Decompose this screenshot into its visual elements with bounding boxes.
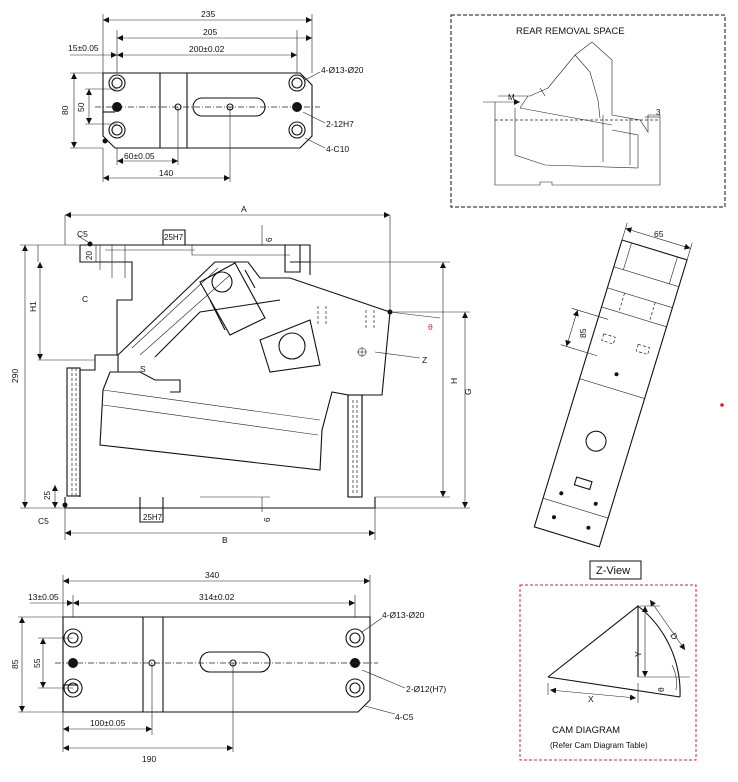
cam-diagram-title: CAM DIAGRAM: [552, 725, 620, 736]
z-view-box: [589, 560, 642, 580]
rear-removal-title: REAR REMOVAL SPACE: [516, 26, 625, 37]
bottom-dim-55: 55: [32, 658, 42, 668]
front-label-h1: H1: [28, 301, 38, 312]
front-label-20: 20: [85, 251, 94, 260]
cam-diagram-panel: X Y D θ CAM DIAGRAM (Refer Cam Diagram T…: [519, 584, 697, 761]
cam-label-x: X: [588, 694, 594, 704]
z-view: 65 85 Z-View: [533, 222, 724, 580]
front-label-c: C: [82, 294, 88, 304]
bottom-dim-85: 85: [10, 659, 20, 669]
front-label-c5-bottom: C5: [38, 516, 49, 526]
front-label-25h7-bottom: 25H7: [143, 513, 163, 522]
front-label-290: 290: [10, 369, 20, 383]
rear-removal-sketch: M 3: [483, 41, 661, 186]
front-label-25h7-top: 25H7: [164, 233, 184, 242]
bottom-dim-314: 314±0.02: [199, 592, 235, 602]
rear-label-3: 3: [656, 108, 661, 117]
front-label-6-bottom: 6: [263, 517, 272, 522]
side-dim-85: 85: [578, 328, 588, 338]
dim-205: 205: [203, 27, 217, 37]
cam-label-y: Y: [633, 651, 643, 657]
bottom-dim-13: 13±0.05: [28, 592, 59, 602]
red-dot-marker: [720, 403, 724, 407]
bottom-view: 340 314±0.02 13±0.05 85 55 100±0.05 190 …: [10, 570, 446, 764]
front-label-a: A: [241, 204, 247, 214]
front-label-g: G: [463, 388, 473, 395]
bottom-dim-100: 100±0.05: [90, 718, 126, 728]
dim-50: 50: [76, 102, 86, 112]
cam-label-theta: θ: [656, 687, 666, 692]
front-label-z: Z: [422, 355, 427, 365]
bottom-dim-340: 340: [205, 570, 219, 580]
dim-60: 60±0.05: [124, 151, 155, 161]
note-pins-bottom: 2-Ø12(H7): [406, 684, 446, 694]
front-label-s: S: [140, 364, 146, 374]
front-label-h: H: [449, 378, 459, 384]
dim-235: 235: [201, 9, 215, 19]
front-label-theta: θ: [428, 322, 433, 332]
rear-removal-panel: REAR REMOVAL SPACE M 3: [450, 14, 726, 208]
note-pins-top: 2-12H7: [326, 119, 354, 129]
front-label-25: 25: [43, 491, 52, 500]
note-holes-bottom: 4-Ø13-Ø20: [382, 610, 425, 620]
dim-80: 80: [60, 105, 70, 115]
front-label-b: B: [222, 535, 228, 545]
cam-label-d: D: [668, 631, 680, 641]
front-label-c5-top: C5: [77, 229, 88, 239]
note-holes-top: 4-Ø13-Ø20: [321, 65, 364, 75]
bottom-dim-190: 190: [142, 754, 156, 764]
dim-140: 140: [159, 168, 173, 178]
dim-200: 200±0.02: [189, 44, 225, 54]
cam-diagram-subtitle: (Refer Cam Diagram Table): [550, 741, 648, 750]
rear-label-m: M: [508, 93, 515, 102]
note-chamfer-bottom: 4-C5: [395, 712, 414, 722]
front-label-6-top: 6: [265, 237, 274, 242]
note-chamfer-top: 4-C10: [326, 144, 349, 154]
dim-15: 15±0.05: [68, 43, 99, 53]
front-view: A B C C5 C5 25H7 25H7 6 6 20 25 H1 290 H…: [10, 204, 473, 545]
top-view: 235 205 200±0.02 15±0.05 80 50 60±0.05 1…: [60, 9, 364, 182]
side-dim-65: 65: [654, 229, 664, 239]
z-view-label: Z-View: [596, 565, 630, 577]
